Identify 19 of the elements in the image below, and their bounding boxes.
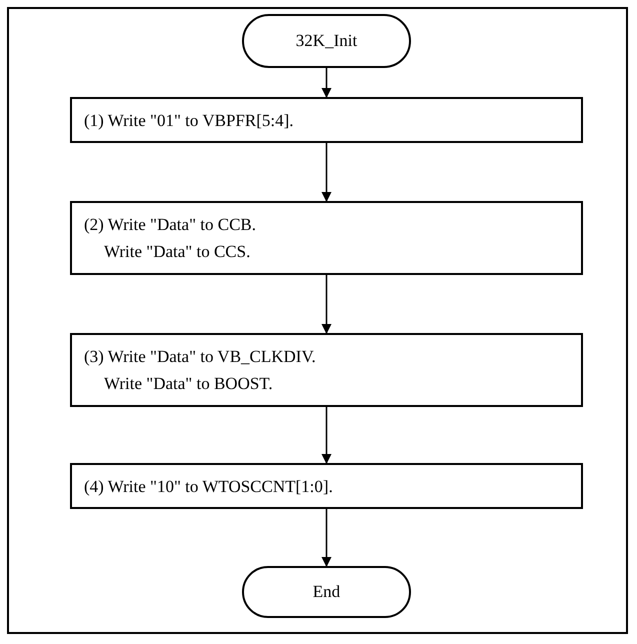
process-box <box>70 463 583 509</box>
step-text: (3) Write "Data" to VB_CLKDIV. <box>84 346 317 368</box>
step-text: Write "Data" to BOOST. <box>103 373 274 395</box>
step-text: Write "Data" to CCS. <box>103 241 252 263</box>
process-box <box>70 333 583 407</box>
arrow <box>322 68 332 98</box>
terminal-label: 32K_Init <box>296 31 358 51</box>
process-box <box>70 97 583 143</box>
step-text: (1) Write "01" to VBPFR[5:4]. <box>84 110 294 132</box>
step-text: (4) Write "10" to WTOSCCNT[1:0]. <box>84 476 334 498</box>
terminal-label: End <box>312 582 340 602</box>
arrow <box>322 275 332 334</box>
arrow <box>322 143 332 202</box>
step-text: (2) Write "Data" to CCB. <box>84 214 257 236</box>
terminal-pill <box>242 14 411 68</box>
arrow <box>322 509 332 567</box>
terminal-pill <box>242 566 411 618</box>
process-box <box>70 201 583 275</box>
arrow <box>322 407 332 464</box>
